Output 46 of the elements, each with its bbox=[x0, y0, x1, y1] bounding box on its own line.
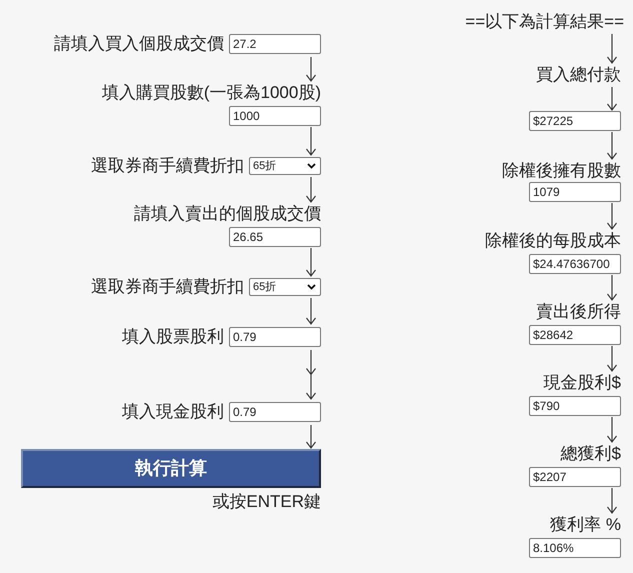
arrow bbox=[306, 177, 316, 203]
arrow bbox=[306, 349, 316, 400]
arrow bbox=[306, 57, 316, 82]
field-label: 買入總付款 bbox=[536, 64, 621, 86]
field-label: 填入現金股利 bbox=[122, 401, 224, 423]
field-label: 選取券商手續費折扣 bbox=[91, 276, 244, 298]
dropdown: 65折 bbox=[249, 157, 321, 175]
field-label: 填入股票股利 bbox=[122, 326, 224, 348]
field-label: 請填入賣出的個股成交價 bbox=[134, 203, 321, 225]
arrow bbox=[306, 248, 316, 277]
arrow bbox=[606, 203, 618, 230]
field-label: 填入購買股數(一張為1000股) bbox=[102, 82, 321, 104]
output-field: $28642 bbox=[529, 325, 621, 345]
arrow bbox=[606, 275, 618, 301]
input-field: 0.79 bbox=[229, 327, 321, 347]
output-field: $790 bbox=[529, 396, 621, 416]
output-field: 8.106% bbox=[529, 538, 621, 558]
field-label: 選取券商手續費折扣 bbox=[91, 155, 244, 177]
arrow bbox=[606, 87, 618, 111]
button: 執行計算 bbox=[21, 449, 321, 488]
dropdown: 65折 bbox=[249, 278, 321, 296]
arrow bbox=[606, 346, 618, 372]
input-field: 1000 bbox=[229, 106, 321, 126]
input-field: 27.2 bbox=[229, 34, 321, 54]
hint-text: 或按ENTER鍵 bbox=[212, 491, 321, 513]
output-field: 1079 bbox=[529, 182, 621, 202]
arrow bbox=[306, 298, 316, 325]
input-field: 0.79 bbox=[229, 402, 321, 422]
arrow bbox=[606, 34, 618, 64]
input-field: 26.65 bbox=[229, 227, 321, 247]
field-label: 請填入買入個股成交價 bbox=[54, 33, 224, 55]
field-label: 現金股利$ bbox=[544, 372, 621, 394]
arrow bbox=[306, 127, 316, 156]
field-label: 除權後的每股成本 bbox=[485, 230, 621, 252]
arrow bbox=[606, 132, 618, 160]
output-field: $2207 bbox=[529, 467, 621, 487]
field-label: 獲利率 % bbox=[550, 514, 621, 536]
field-label: 總獲利$ bbox=[560, 443, 621, 465]
output-field: $24.47636700 bbox=[529, 254, 621, 274]
field-label: 賣出後所得 bbox=[536, 301, 621, 323]
arrow bbox=[606, 417, 618, 443]
output-field: $27225 bbox=[529, 111, 621, 131]
arrow bbox=[606, 488, 618, 514]
field-label: 除權後擁有股數 bbox=[502, 160, 621, 182]
arrow bbox=[306, 425, 316, 449]
heading: ==以下為計算結果== bbox=[465, 11, 624, 33]
